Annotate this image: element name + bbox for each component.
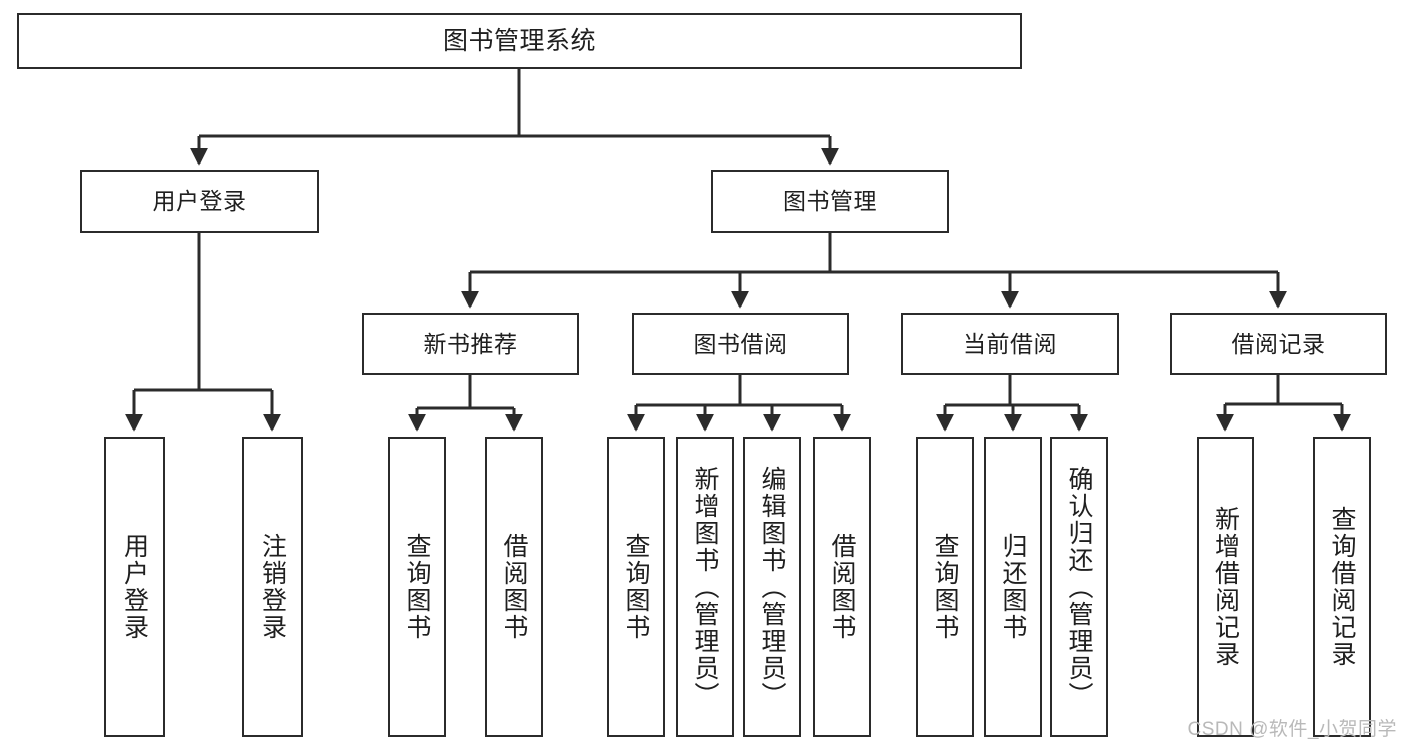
node-new-book-recommend[interactable]: 新书推荐 — [362, 313, 579, 375]
leaf-query-book-2[interactable]: 查询图书 — [607, 437, 665, 737]
node-label: 确认归还（管理员） — [1065, 465, 1093, 709]
node-label: 用户登录 — [120, 533, 149, 641]
node-current-borrow[interactable]: 当前借阅 — [901, 313, 1119, 375]
node-label: 新增图书（管理员） — [691, 465, 719, 709]
node-label: 借阅图书 — [828, 533, 856, 641]
node-label: 注销登录 — [258, 533, 287, 641]
leaf-query-record[interactable]: 查询借阅记录 — [1313, 437, 1371, 737]
leaf-confirm-return[interactable]: 确认归还（管理员） — [1050, 437, 1108, 737]
leaf-edit-book[interactable]: 编辑图书（管理员） — [743, 437, 801, 737]
node-label: 查询借阅记录 — [1328, 506, 1356, 668]
node-label: 图书管理系统 — [442, 26, 596, 55]
leaf-borrow-book-1[interactable]: 借阅图书 — [485, 437, 543, 737]
leaf-borrow-book-2[interactable]: 借阅图书 — [813, 437, 871, 737]
node-label: 借阅图书 — [500, 533, 528, 641]
leaf-user-login[interactable]: 用户登录 — [104, 437, 165, 737]
leaf-query-book-3[interactable]: 查询图书 — [916, 437, 974, 737]
node-root-system[interactable]: 图书管理系统 — [17, 13, 1022, 69]
node-label: 新书推荐 — [423, 330, 518, 357]
node-label: 查询图书 — [931, 533, 959, 641]
node-label: 新增借阅记录 — [1211, 506, 1240, 668]
leaf-add-record[interactable]: 新增借阅记录 — [1197, 437, 1254, 737]
leaf-return-book[interactable]: 归还图书 — [984, 437, 1042, 737]
leaf-query-book-1[interactable]: 查询图书 — [388, 437, 446, 737]
node-user-login[interactable]: 用户登录 — [80, 170, 319, 233]
node-label: 归还图书 — [999, 533, 1027, 641]
node-book-manage[interactable]: 图书管理 — [711, 170, 949, 233]
node-label: 用户登录 — [152, 188, 247, 215]
node-label: 编辑图书（管理员） — [758, 465, 786, 709]
node-label: 查询图书 — [622, 533, 650, 641]
node-label: 借阅记录 — [1231, 330, 1326, 357]
leaf-add-book[interactable]: 新增图书（管理员） — [676, 437, 734, 737]
node-label: 图书管理 — [783, 188, 877, 215]
node-borrow-record[interactable]: 借阅记录 — [1170, 313, 1387, 375]
node-label: 查询图书 — [403, 533, 431, 641]
node-book-borrow[interactable]: 图书借阅 — [632, 313, 849, 375]
node-label: 当前借阅 — [963, 330, 1057, 357]
leaf-logout[interactable]: 注销登录 — [242, 437, 303, 737]
node-label: 图书借阅 — [693, 330, 788, 357]
